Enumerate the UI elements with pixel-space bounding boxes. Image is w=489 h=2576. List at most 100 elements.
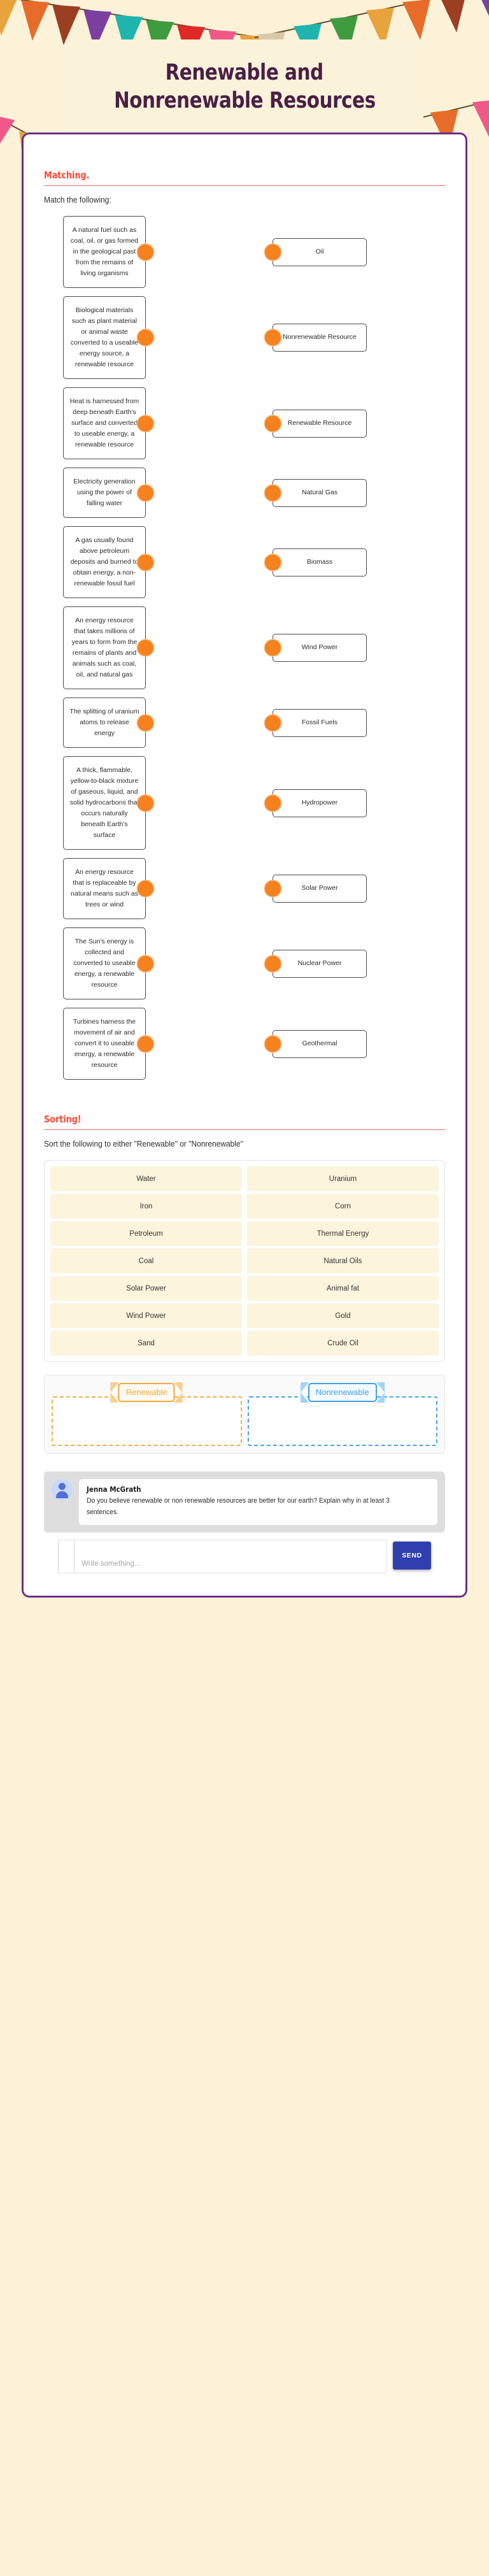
dropzone-nonrenewable-label: Nonrenewable	[308, 1382, 377, 1403]
matching-definition-box[interactable]: Biological materials such as plant mater…	[63, 296, 153, 379]
match-connector-dot[interactable]	[138, 415, 153, 431]
match-connector-dot[interactable]	[138, 485, 153, 501]
matching-answer-box[interactable]: Biomass	[265, 548, 367, 576]
dropzone-nonrenewable[interactable]: Nonrenewable	[247, 1382, 437, 1446]
matching-definition-box[interactable]: An energy resource that takes millions o…	[63, 606, 153, 689]
dropzone-renewable-target[interactable]	[52, 1396, 242, 1446]
reply-input[interactable]: Write something...	[58, 1540, 387, 1574]
matching-answer-slot: Fossil Fuels	[244, 708, 445, 737]
sorting-tile[interactable]: Corn	[247, 1194, 439, 1219]
matching-definition-box[interactable]: An energy resource that is replaceable b…	[63, 858, 153, 919]
matching-answer-slot: Hydropower	[244, 789, 445, 817]
matching-prompt: Match the following:	[44, 195, 111, 204]
sorting-tile[interactable]: Water	[50, 1166, 242, 1191]
match-connector-dot[interactable]	[138, 715, 153, 731]
sorting-tile[interactable]: Natural Oils	[247, 1249, 439, 1273]
match-connector-dot[interactable]	[265, 880, 281, 897]
matching-answer-box[interactable]: Fossil Fuels	[265, 708, 367, 737]
sorting-prompt: Sort the following to either "Renewable"…	[44, 1139, 243, 1148]
matching-definition-text: An energy resource that takes millions o…	[71, 617, 138, 678]
sorting-tile[interactable]: Crude Oil	[247, 1331, 439, 1356]
matching-definition-text: Turbines harness the movement of air and…	[73, 1018, 136, 1069]
matching-answer-text: Geothermal	[302, 1039, 337, 1047]
match-connector-dot[interactable]	[265, 329, 281, 346]
sorting-tile[interactable]: Solar Power	[50, 1276, 242, 1301]
matching-answer-box[interactable]: Natural Gas	[265, 478, 367, 507]
matching-definition-text: Heat is harnessed from deep beneath Eart…	[69, 397, 139, 448]
matching-definition-text: Electricity generation using the power o…	[73, 478, 136, 507]
match-connector-dot[interactable]	[138, 1036, 153, 1052]
match-connector-dot[interactable]	[265, 1036, 281, 1052]
match-connector-dot[interactable]	[138, 244, 153, 260]
sorting-tile[interactable]: Thermal Energy	[247, 1221, 439, 1246]
send-button[interactable]: SEND	[393, 1542, 431, 1570]
ribbon-tail-right-icon	[376, 1382, 385, 1403]
matching-definition-text: A natural fuel such as coal, oil, or gas…	[70, 226, 139, 277]
matching-definition-text: A thick, flammable, yellow-to-black mixt…	[69, 766, 139, 839]
matching-answer-text: Fossil Fuels	[301, 718, 337, 726]
match-connector-dot[interactable]	[138, 554, 153, 570]
sorting-tile[interactable]: Animal fat	[247, 1276, 439, 1301]
ribbon-tail-right-icon	[174, 1382, 183, 1403]
sorting-tile[interactable]: Sand	[50, 1331, 242, 1356]
matching-answer-slot: Renewable Resource	[244, 409, 445, 438]
match-connector-dot[interactable]	[265, 554, 281, 570]
matching-answer-box[interactable]: Hydropower	[265, 789, 367, 817]
matching-definition-box[interactable]: The Sun's energy is collected and conver…	[63, 927, 153, 999]
reply-bar: Write something... SEND	[52, 1533, 437, 1581]
dropzone-renewable[interactable]: Renewable	[52, 1382, 242, 1446]
matching-definition-box[interactable]: Heat is harnessed from deep beneath Eart…	[63, 387, 153, 459]
match-connector-dot[interactable]	[265, 640, 281, 656]
dropzone-nonrenewable-target[interactable]	[247, 1396, 437, 1446]
match-connector-dot[interactable]	[265, 715, 281, 731]
matching-definition-text: An energy resource that is replaceable b…	[71, 868, 138, 908]
sorting-tile[interactable]: Coal	[50, 1249, 242, 1273]
matching-answer-slot: Oil	[244, 238, 445, 266]
matching-definition-text: A gas usually found above petroleum depo…	[70, 536, 139, 587]
match-connector-dot[interactable]	[138, 640, 153, 656]
dropzone-renewable-ribbon: Renewable	[110, 1382, 183, 1403]
matching-definition-box[interactable]: The splitting of uranium atoms to releas…	[63, 698, 153, 748]
sorting-tile[interactable]: Iron	[50, 1194, 242, 1219]
matching-definition-box[interactable]: A natural fuel such as coal, oil, or gas…	[63, 216, 153, 288]
page-title-line-2: Nonrenewable Resources	[113, 88, 376, 113]
sorting-dropzone-panel: Renewable Nonrenewable	[44, 1375, 445, 1454]
matching-answer-slot: Nuclear Power	[244, 949, 445, 978]
match-connector-dot[interactable]	[265, 955, 281, 971]
matching-answer-box[interactable]: Renewable Resource	[265, 409, 367, 438]
discussion-message: Do you believe renewable or non renewabl…	[87, 1497, 390, 1516]
matching-definition-box[interactable]: Electricity generation using the power o…	[63, 468, 153, 518]
sorting-tile[interactable]: Petroleum	[50, 1221, 242, 1246]
match-connector-dot[interactable]	[265, 244, 281, 260]
matching-answer-box[interactable]: Nonrenewable Resource	[265, 324, 367, 352]
matching-answer-text: Oil	[315, 247, 324, 255]
match-connector-dot[interactable]	[138, 329, 153, 346]
matching-definition-text: The splitting of uranium atoms to releas…	[69, 708, 139, 737]
matching-answer-box[interactable]: Oil	[265, 238, 367, 266]
matching-answer-slot: Geothermal	[244, 1029, 445, 1058]
matching-answer-box[interactable]: Solar Power	[265, 875, 367, 903]
match-connector-dot[interactable]	[265, 795, 281, 811]
match-connector-dot[interactable]	[138, 955, 153, 971]
match-connector-dot[interactable]	[265, 485, 281, 501]
matching-answer-box[interactable]: Geothermal	[265, 1029, 367, 1058]
matching-answer-box[interactable]: Nuclear Power	[265, 949, 367, 978]
sorting-tile[interactable]: Uranium	[247, 1166, 439, 1191]
match-connector-dot[interactable]	[138, 795, 153, 811]
matching-answer-text: Hydropower	[301, 798, 338, 806]
sorting-tile[interactable]: Wind Power	[50, 1303, 242, 1328]
page-footer-spacer	[0, 1598, 489, 1615]
matching-definitions-column: A natural fuel such as coal, oil, or gas…	[44, 216, 244, 1088]
avatar	[52, 1479, 73, 1500]
match-connector-dot[interactable]	[138, 880, 153, 897]
matching-definition-box[interactable]: Turbines harness the movement of air and…	[63, 1008, 153, 1080]
matching-definition-box[interactable]: A thick, flammable, yellow-to-black mixt…	[63, 756, 153, 850]
matching-heading: Matching.	[44, 169, 90, 181]
match-connector-dot[interactable]	[265, 415, 281, 431]
matching-definition-box[interactable]: A gas usually found above petroleum depo…	[63, 526, 153, 598]
sorting-tile[interactable]: Gold	[247, 1303, 439, 1328]
discussion-section: Jenna McGrath Do you believe renewable o…	[44, 1471, 445, 1533]
matching-answer-box[interactable]: Wind Power	[265, 634, 367, 662]
page-title-line-1: Renewable and	[165, 60, 324, 86]
